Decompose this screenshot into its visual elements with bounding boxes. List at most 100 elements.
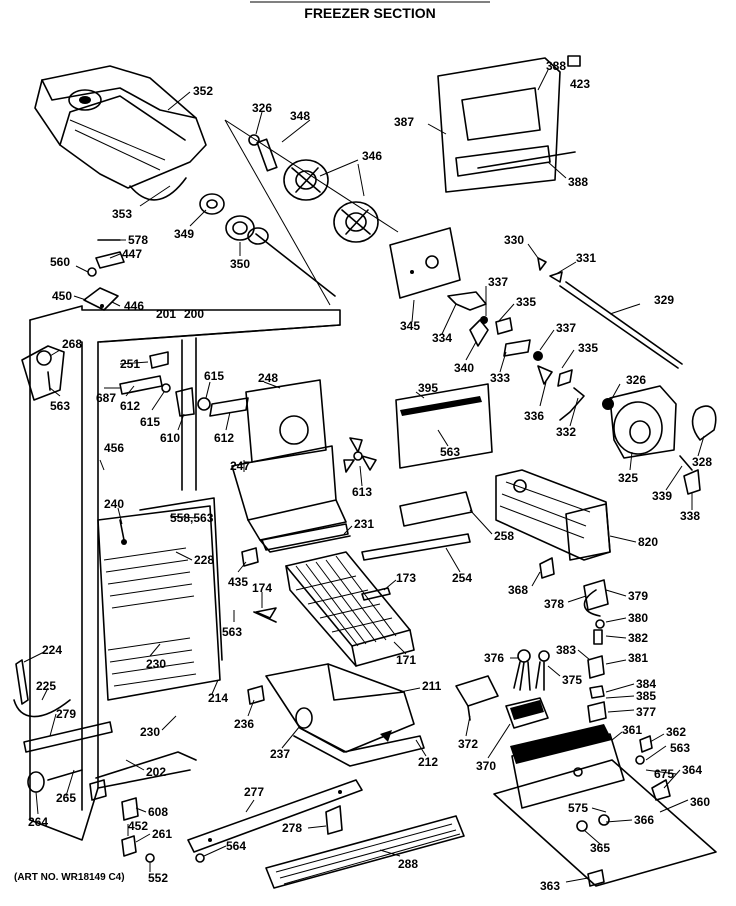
icemaker-cover-parts [679,405,717,495]
callout: 372 [458,737,478,751]
callout: 423 [570,77,590,91]
callout: 202 [146,765,166,779]
callout: 384 [636,677,656,691]
callout: 277 [244,785,264,799]
callout: 326 [252,101,272,115]
callout: 366 [634,813,654,827]
callout: 558,563 [170,511,214,525]
valve-parts [539,557,609,723]
callout: 349 [174,227,194,241]
callout: 230 [140,725,160,739]
callout: 330 [504,233,524,247]
callout: 375 [562,673,582,687]
callout: 336 [524,409,544,423]
callout: 264 [28,815,48,829]
callout: 251 [120,357,140,371]
screw-240 [119,519,127,545]
callout: 575 [568,801,588,815]
kick-grille [265,815,465,889]
callout: 381 [628,651,648,665]
callout: 446 [124,299,144,313]
callout: 225 [36,679,56,693]
callout: 615 [204,369,224,383]
callout: 174 [252,581,272,595]
callout: 201 [156,307,176,321]
crusher-parts [248,134,379,243]
callout: 447 [122,247,142,261]
callout: 228 [194,553,214,567]
callout: 376 [484,651,504,665]
callout: 552 [148,871,168,885]
callout: 338 [680,509,700,523]
callout: 378 [544,597,564,611]
ice-bucket [34,65,207,201]
icemaker [495,469,611,561]
callout: 240 [104,497,124,511]
bracket-plate [389,227,461,299]
callout: 365 [590,841,610,855]
callout: 364 [682,763,702,777]
drain-parts [13,659,113,753]
compressor-small-parts [587,735,671,887]
callout: 675 [654,767,674,781]
callout: 610 [160,431,180,445]
callout: 563 [440,445,460,459]
callout: 237 [270,747,290,761]
callout: 613 [352,485,372,499]
callout: 395 [418,381,438,395]
callout: 377 [636,705,656,719]
callout: 368 [508,583,528,597]
callout: 325 [618,471,638,485]
wire-harness [513,649,550,691]
callout: 353 [112,207,132,221]
callout: 335 [516,295,536,309]
callout: 337 [556,321,576,335]
water-valve [455,675,549,729]
callout: 331 [576,251,596,265]
auger-assembly [199,119,399,306]
callout: 334 [432,331,452,345]
callout: 265 [56,791,76,805]
callout: 171 [396,653,416,667]
callout: 258 [494,529,514,543]
callout: 224 [42,643,62,657]
callout: 337 [488,275,508,289]
callout: 361 [622,723,642,737]
callout: 248 [258,371,278,385]
callout: 278 [282,821,302,835]
callout: 230 [146,657,166,671]
callout: 350 [230,257,250,271]
callout: 387 [394,115,414,129]
callout: 608 [148,805,168,819]
callout: 564 [226,839,246,853]
callout: 388 [568,175,588,189]
fan-blade [343,437,377,473]
callout-labels: 352 326 348 388 423 387 346 388 353 349 … [28,59,712,893]
bottom-rail [187,779,363,863]
callout: 333 [490,371,510,385]
callout: 340 [454,361,474,375]
callout: 385 [636,689,656,703]
callout: 379 [628,589,648,603]
callout: 332 [556,425,576,439]
callout: 261 [152,827,172,841]
callout: 328 [692,455,712,469]
callout: 612 [214,431,234,445]
callout: 382 [628,631,648,645]
callout: 563 [222,625,242,639]
callout: 820 [638,535,658,549]
fan-bracket-parts [119,351,249,417]
callout: 339 [652,489,672,503]
callout: 380 [628,611,648,625]
callout: 236 [234,717,254,731]
diagram-title: FREEZER SECTION [304,5,435,21]
callout: 345 [400,319,420,333]
callout: 254 [452,571,472,585]
callout: 383 [556,643,576,657]
callout: 335 [578,341,598,355]
callout: 370 [476,759,496,773]
cam-linkage [447,291,585,421]
wire-basket [285,551,415,667]
linkage-rod [537,257,683,369]
